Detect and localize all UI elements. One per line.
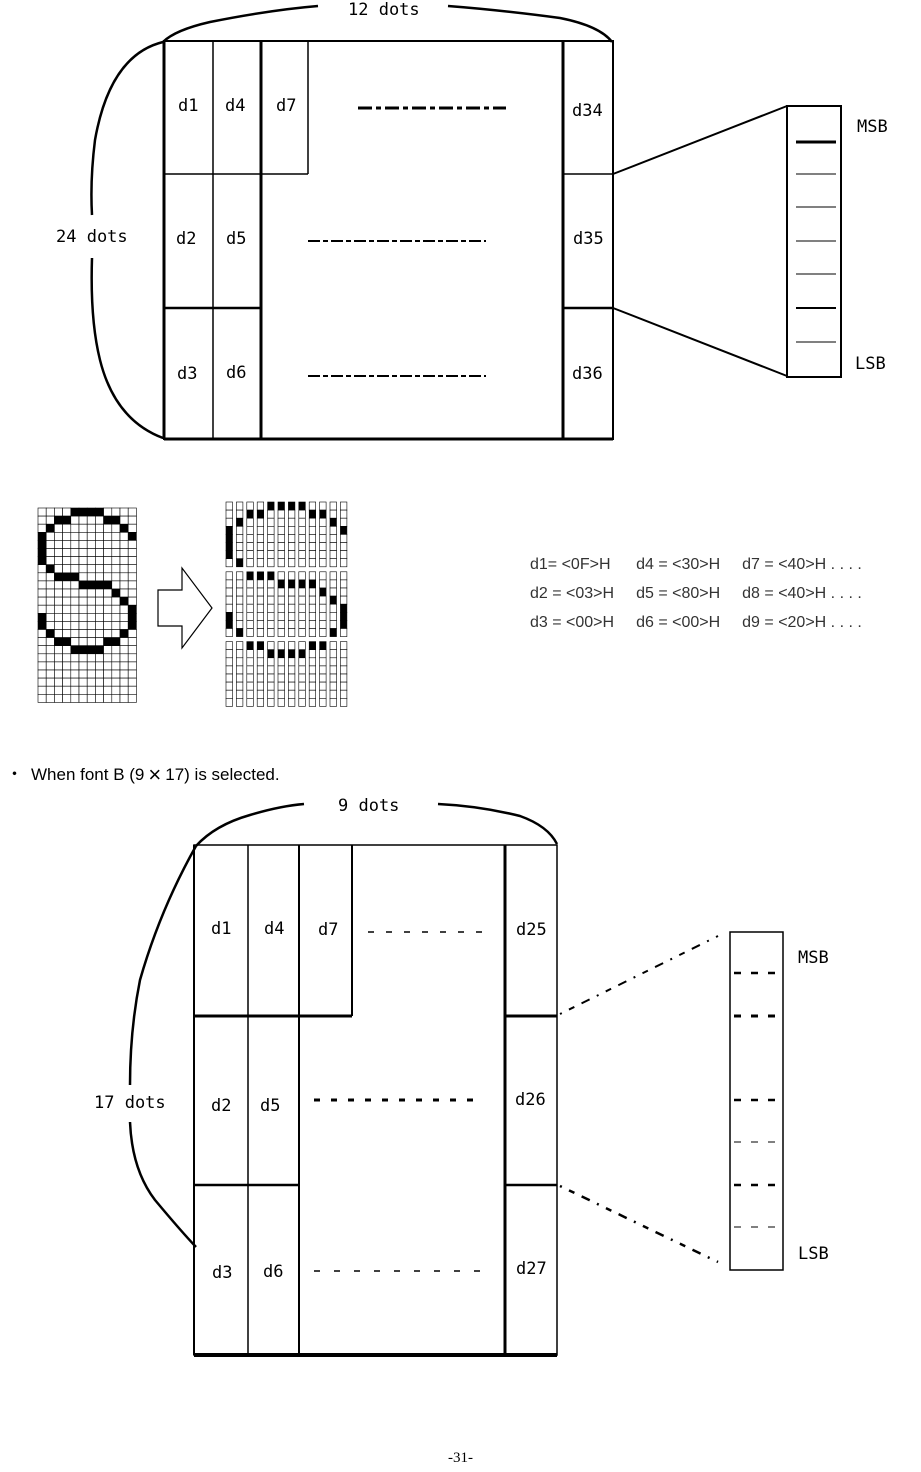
times-icon: ×	[148, 762, 162, 787]
cell-d3: d3	[177, 364, 197, 384]
glyph-example	[37, 501, 348, 707]
cell-d7: d7	[276, 96, 296, 116]
page-number: -31-	[448, 1450, 473, 1466]
eq-d2: d2 = <03>H	[530, 585, 615, 602]
arrow-right-icon	[157, 566, 213, 650]
diagram-font-a: 12 dots 24 dots d1 d4 d7 d2 d5 d3 d6 d34…	[56, 0, 888, 441]
byte-values-table: d1= <0F>H d4 = <30>H d7 = <40>H . . . . …	[530, 556, 884, 643]
byte-columns	[225, 501, 348, 707]
eq-d7: d7 = <40>H . . . .	[742, 556, 862, 573]
eq-d1: d1= <0F>H	[530, 556, 611, 573]
msb-label: MSB	[798, 948, 829, 968]
cell-d25: d25	[516, 920, 547, 940]
msb-label: MSB	[857, 117, 888, 137]
dots-height-label: 17 dots	[94, 1093, 166, 1113]
cell-d27: d27	[516, 1259, 547, 1279]
cell-d7: d7	[318, 920, 338, 940]
cell-d6: d6	[263, 1262, 283, 1282]
cell-d6: d6	[226, 363, 246, 383]
eq-d3: d3 = <00>H	[530, 614, 615, 631]
cell-d3: d3	[212, 1263, 232, 1283]
cell-d2: d2	[211, 1096, 231, 1116]
cell-d35: d35	[573, 229, 604, 249]
cell-d5: d5	[260, 1096, 280, 1116]
cell-d4: d4	[225, 96, 245, 116]
font-b-caption: ・When font B (9×17) is selected.	[6, 762, 280, 787]
cell-d5: d5	[226, 229, 246, 249]
eq-d8: d8 = <40>H . . . .	[742, 585, 862, 602]
dots-height-label: 24 dots	[56, 227, 128, 247]
cell-d36: d36	[572, 364, 603, 384]
lsb-label: LSB	[855, 354, 886, 374]
glyph-dot-grid	[37, 507, 137, 703]
eq-d5: d5 = <80>H	[636, 585, 721, 602]
cell-d4: d4	[264, 919, 284, 939]
cell-d2: d2	[176, 229, 196, 249]
cell-d34: d34	[572, 101, 603, 121]
diagram-font-b: 9 dots 17 dots d1 d4 d7 d2 d5 d3 d6 d25 …	[94, 796, 829, 1357]
eq-d4: d4 = <30>H	[636, 556, 721, 573]
dots-width-label: 9 dots	[338, 796, 399, 816]
lsb-label: LSB	[798, 1244, 829, 1264]
dots-width-label: 12 dots	[348, 0, 420, 20]
eq-d6: d6 = <00>H	[636, 614, 721, 631]
cell-d1: d1	[211, 919, 231, 939]
cell-d1: d1	[178, 96, 198, 116]
cell-d26: d26	[515, 1090, 546, 1110]
eq-d9: d9 = <20>H . . . .	[742, 614, 862, 631]
